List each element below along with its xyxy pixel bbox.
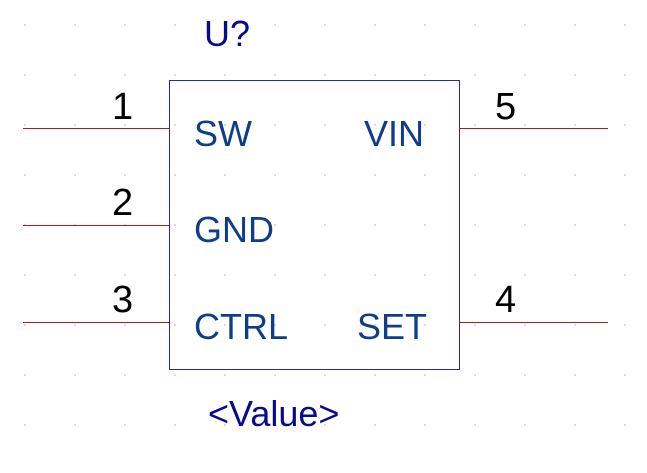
pin-3-number: 3 <box>112 279 134 321</box>
pin-5-line[interactable] <box>460 128 608 129</box>
pin-3-name: CTRL <box>194 306 289 347</box>
component-value[interactable]: <Value> <box>208 393 340 434</box>
pin-4-name: SET <box>357 306 428 347</box>
component-designator[interactable]: U? <box>204 13 251 54</box>
pin-1-number: 1 <box>112 86 134 128</box>
pin-1-line[interactable] <box>23 128 169 129</box>
pin-4-line[interactable] <box>460 322 608 323</box>
pin-2-line[interactable] <box>23 225 169 226</box>
pin-2-name: GND <box>194 209 274 250</box>
pin-3-line[interactable] <box>23 322 169 323</box>
pin-4-number: 4 <box>495 279 517 321</box>
pin-5-number: 5 <box>495 86 517 128</box>
component-body[interactable] <box>169 80 460 370</box>
pin-5-name: VIN <box>364 113 425 154</box>
pin-1-name: SW <box>194 113 252 154</box>
pin-2-number: 2 <box>112 182 134 224</box>
